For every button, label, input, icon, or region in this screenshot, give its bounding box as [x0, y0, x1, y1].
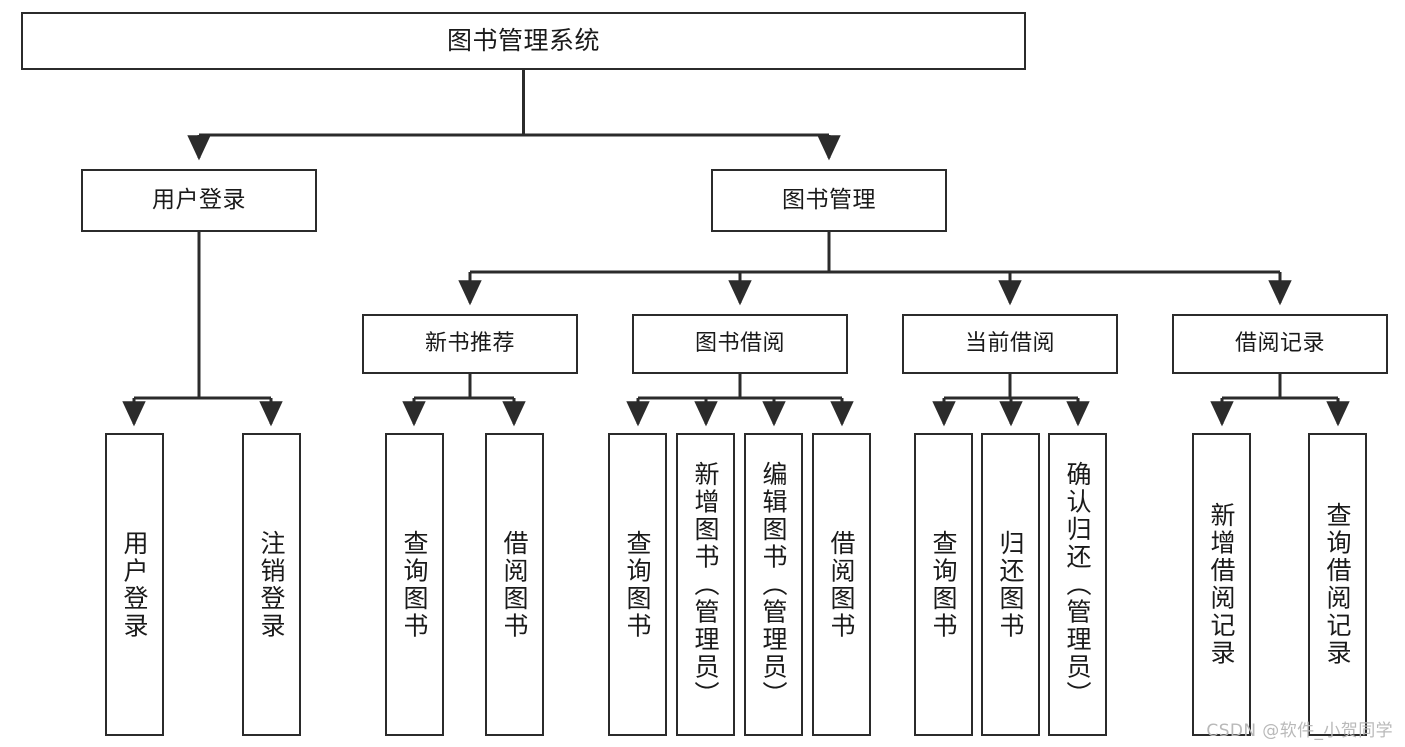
node-label: 新增图书（管理员） — [691, 460, 720, 709]
node-label: 新书推荐 — [424, 330, 515, 356]
node-label: 用户登录 — [120, 529, 149, 640]
node-label: 借阅图书 — [827, 529, 856, 640]
node-label: 编辑图书（管理员） — [759, 460, 788, 709]
leaf-user-logout[interactable]: 注销登录 — [242, 433, 301, 736]
leaf-query-borrow-record[interactable]: 查询借阅记录 — [1308, 433, 1367, 736]
node-label: 查询图书 — [400, 529, 429, 640]
node-label: 借阅记录 — [1234, 330, 1325, 356]
node-label: 归还图书 — [996, 529, 1025, 640]
node-label: 查询图书 — [623, 529, 652, 640]
node-label: 当前借阅 — [964, 330, 1055, 356]
node-label: 图书借阅 — [694, 330, 785, 356]
node-current-borrow[interactable]: 当前借阅 — [902, 314, 1118, 374]
node-root-system[interactable]: 图书管理系统 — [21, 12, 1026, 70]
leaf-query-book-current[interactable]: 查询图书 — [914, 433, 973, 736]
node-book-borrow[interactable]: 图书借阅 — [632, 314, 848, 374]
node-label: 新增借阅记录 — [1207, 502, 1236, 667]
node-label: 注销登录 — [257, 529, 286, 640]
node-new-book-recommend[interactable]: 新书推荐 — [362, 314, 578, 374]
leaf-borrow-book[interactable]: 借阅图书 — [812, 433, 871, 736]
leaf-user-login[interactable]: 用户登录 — [105, 433, 164, 736]
node-borrow-record[interactable]: 借阅记录 — [1172, 314, 1388, 374]
leaf-confirm-return-admin[interactable]: 确认归还（管理员） — [1048, 433, 1107, 736]
node-label: 确认归还（管理员） — [1063, 460, 1092, 709]
leaf-add-book-admin[interactable]: 新增图书（管理员） — [676, 433, 735, 736]
leaf-edit-book-admin[interactable]: 编辑图书（管理员） — [744, 433, 803, 736]
node-label: 图书管理 — [782, 186, 876, 213]
leaf-return-book[interactable]: 归还图书 — [981, 433, 1040, 736]
node-label: 图书管理系统 — [446, 26, 600, 55]
node-label: 查询借阅记录 — [1323, 502, 1352, 667]
leaf-add-borrow-record[interactable]: 新增借阅记录 — [1192, 433, 1251, 736]
node-label: 借阅图书 — [500, 529, 529, 640]
node-label: 查询图书 — [929, 529, 958, 640]
leaf-borrow-book-recommend[interactable]: 借阅图书 — [485, 433, 544, 736]
node-label: 用户登录 — [152, 186, 246, 213]
node-book-management[interactable]: 图书管理 — [711, 169, 947, 232]
leaf-query-book-borrow[interactable]: 查询图书 — [608, 433, 667, 736]
csdn-watermark: CSDN @软件_小贺同学 — [1206, 721, 1393, 741]
node-user-login[interactable]: 用户登录 — [81, 169, 317, 232]
leaf-query-book-recommend[interactable]: 查询图书 — [385, 433, 444, 736]
